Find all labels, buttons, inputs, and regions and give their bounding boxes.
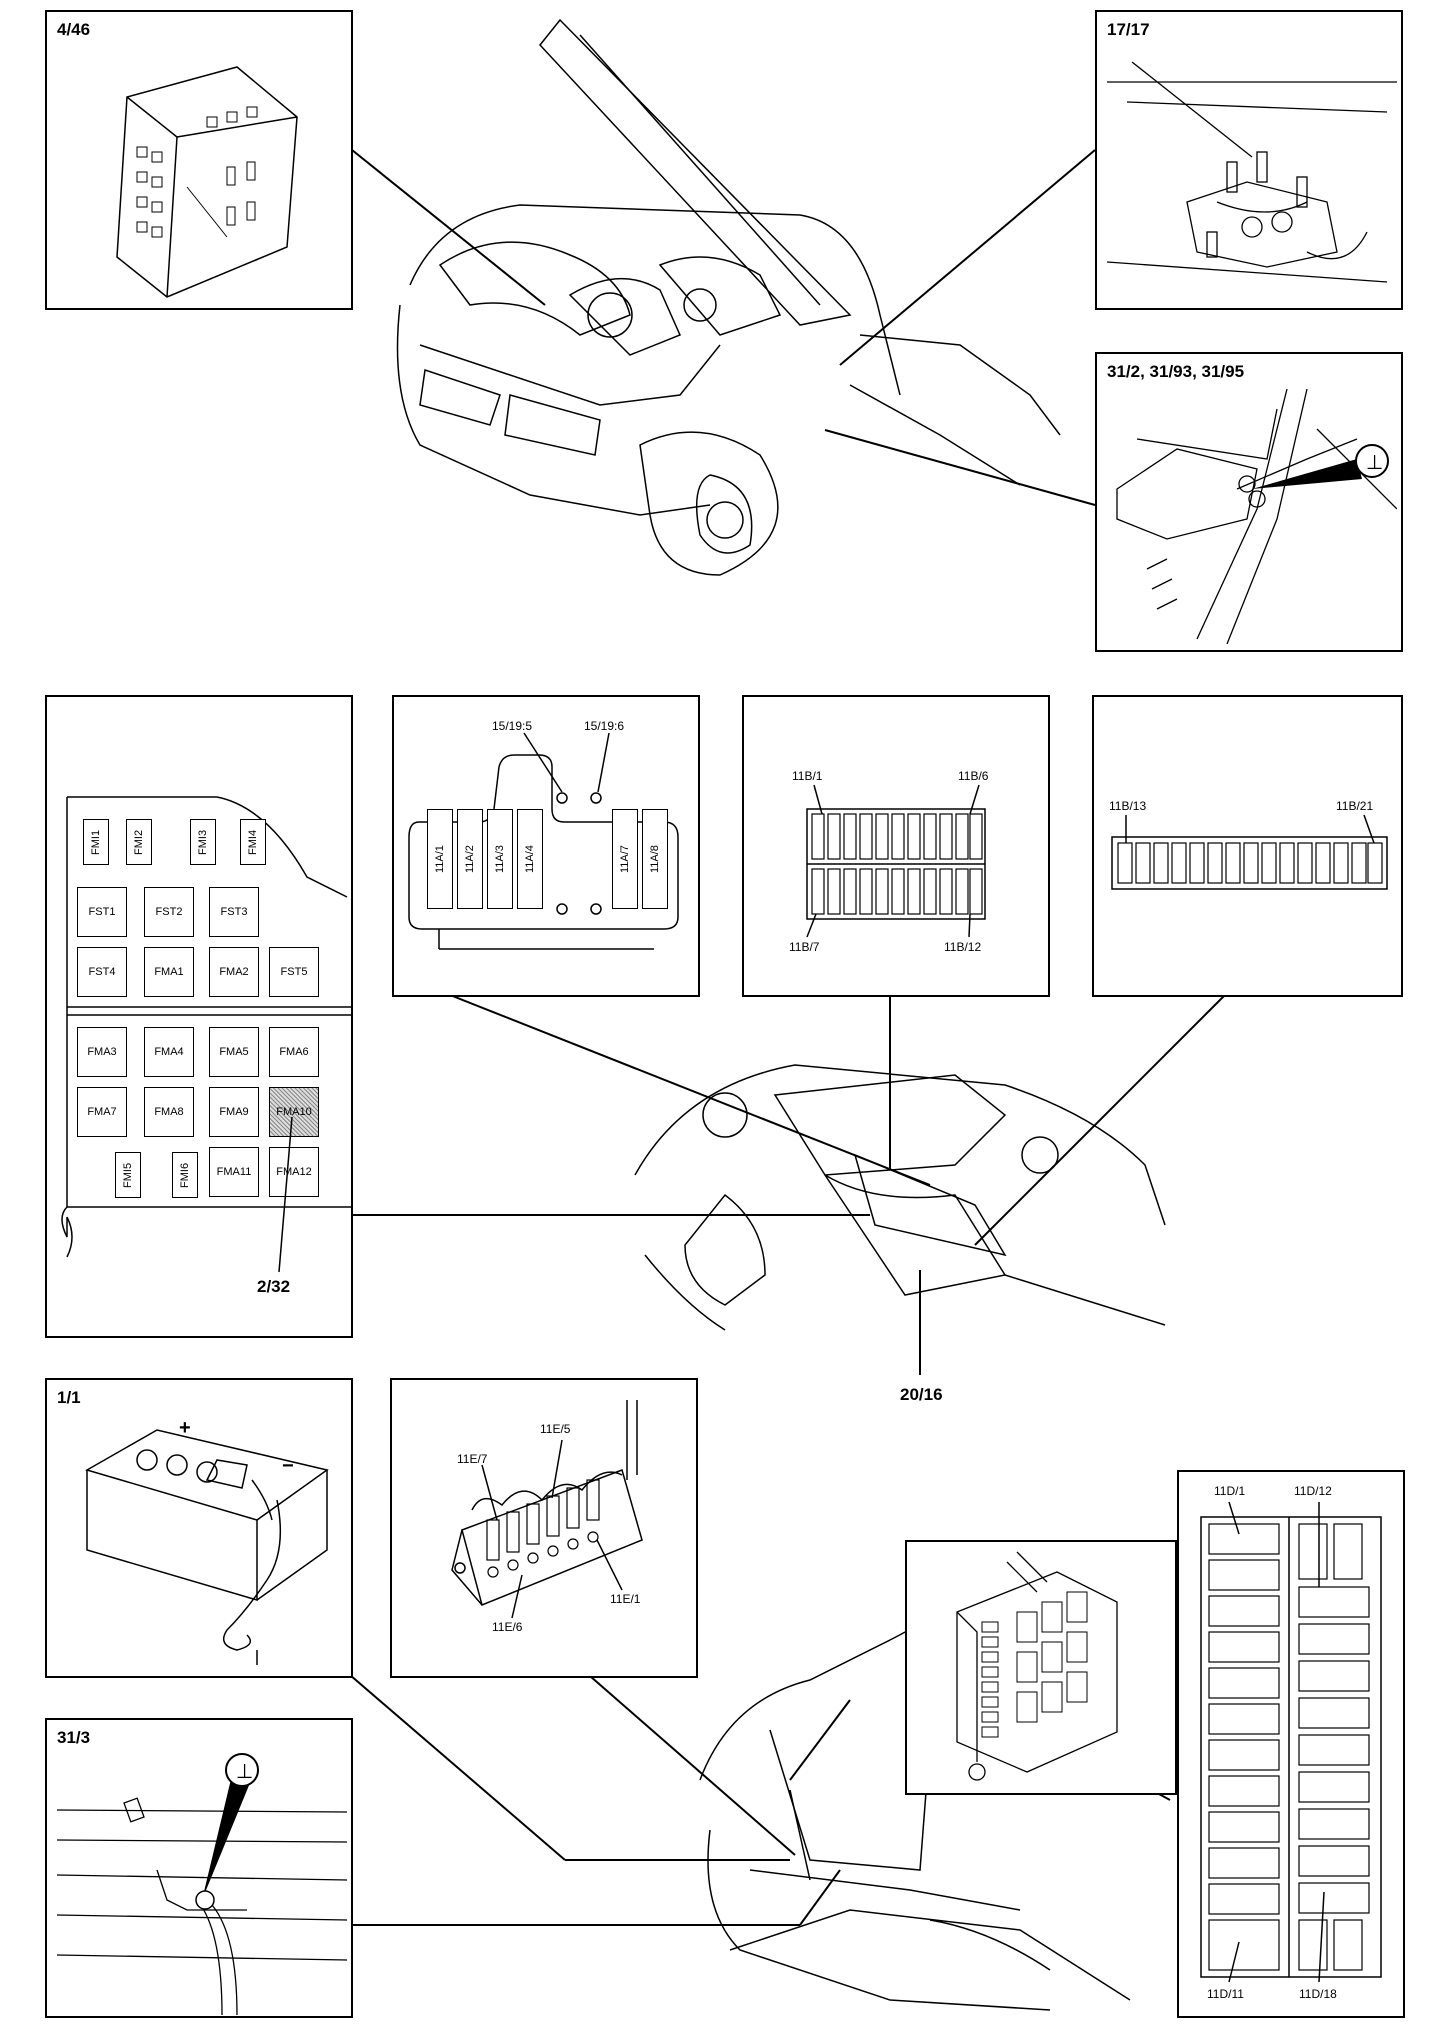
label-11e-7: 11E/7 — [457, 1452, 488, 1466]
label-15-19-6: 15/19:6 — [584, 719, 625, 733]
fuse-fma6: FMA6 — [269, 1027, 319, 1077]
label-11d-12: 11D/12 — [1294, 1484, 1332, 1498]
fuse-fst4: FST4 — [77, 947, 127, 997]
fuse-fma3: FMA3 — [77, 1027, 127, 1077]
battery-icon: + − — [85, 1417, 329, 1665]
panel-fuse-11a: 15/19:5 15/19:6 11A/1 11A/2 11A/3 11A/4 … — [392, 695, 700, 997]
fuse-fma1: FMA1 — [144, 947, 194, 997]
fuse-fma2: FMA2 — [209, 947, 259, 997]
fuse-block-11e — [451, 1400, 643, 1619]
panel-battery: 1/1 + − — [45, 1378, 353, 1678]
panel-ecm: 4/46 — [45, 10, 353, 310]
ecm-icon — [116, 66, 298, 298]
ground-point-trunk-icon: ⊥ — [56, 1753, 348, 2016]
label-11d-18: 11D/18 — [1299, 1987, 1337, 2001]
fuse-fma9: FMA9 — [209, 1087, 259, 1137]
fuse-fst1: FST1 — [77, 887, 127, 937]
callout-leader — [278, 1116, 293, 1273]
relay-base-outline — [408, 732, 679, 950]
panel-fuse-11d: 11D/1 11D/12 11D/11 11D/18 — [1177, 1470, 1405, 2018]
svg-text:+: + — [179, 1417, 191, 1439]
callout-20-16: 20/16 — [900, 1385, 943, 1404]
panel-title: 17/17 — [1107, 20, 1150, 39]
fuse-fma4: FMA4 — [144, 1027, 194, 1077]
panel-title: 31/3 — [57, 1728, 91, 1747]
fuse-fma8: FMA8 — [144, 1087, 194, 1137]
ground-point-icon: ⊥ — [1116, 389, 1397, 644]
fuse-block-11b-a — [806, 784, 986, 938]
panel-trunk-fusebox-detail — [905, 1540, 1177, 1795]
fuse-11a-3: 11A/3 — [487, 809, 513, 909]
label-11d-11: 11D/11 — [1207, 1987, 1244, 2001]
fuse-fst2: FST2 — [144, 887, 194, 937]
label-11b-1: 11B/1 — [792, 769, 823, 783]
label-11b-21: 11B/21 — [1336, 799, 1374, 813]
fuse-fma7: FMA7 — [77, 1087, 127, 1137]
fuse-11a-7: 11A/7 — [612, 809, 638, 909]
label-11e-5: 11E/5 — [540, 1422, 571, 1436]
panel-relay-top: 17/17 — [1095, 10, 1403, 310]
svg-text:⊥: ⊥ — [236, 1759, 253, 1783]
svg-text:−: − — [282, 1455, 294, 1477]
fuse-11a-8: 11A/8 — [642, 809, 668, 909]
panel-title: 4/46 — [57, 20, 91, 39]
fuse-11a-1: 11A/1 — [427, 809, 453, 909]
fuse-fst3: FST3 — [209, 887, 259, 937]
panel-fusebox-main: FMI1 FMI2 FMI3 FMI4 FST1 FST2 FST3 FST4 … — [45, 695, 353, 1338]
fuse-fma5: FMA5 — [209, 1027, 259, 1077]
label-11e-6: 11E/6 — [492, 1620, 523, 1634]
panel-title: 1/1 — [57, 1388, 81, 1407]
trunk-illustration — [699, 1599, 1131, 2011]
panel-ground-engine: 31/2, 31/93, 31/95 ⊥ — [1095, 352, 1403, 652]
fusebox-location-illustration — [634, 1064, 1166, 1331]
fuse-fma10-highlighted: FMA10 — [269, 1087, 319, 1137]
label-11d-1: 11D/1 — [1214, 1484, 1246, 1498]
engine-bay-illustration — [396, 18, 1061, 576]
fuse-fma12: FMA12 — [269, 1147, 319, 1197]
panel-title: 31/2, 31/93, 31/95 — [1107, 362, 1245, 381]
label-11b-6: 11B/6 — [958, 769, 989, 783]
fuse-block-11d — [1200, 1501, 1382, 1983]
relay-icon — [1107, 61, 1397, 283]
panel-fuse-11b-a: 11B/1 11B/6 11B/7 11B/12 — [742, 695, 1050, 997]
fuse-fma11: FMA11 — [209, 1147, 259, 1197]
callout-2-32: 2/32 — [257, 1277, 291, 1296]
fuse-11a-4: 11A/4 — [517, 809, 543, 909]
trunk-fusebox-icon — [956, 1551, 1118, 1781]
label-11b-12: 11B/12 — [944, 940, 982, 954]
label-11b-13: 11B/13 — [1109, 799, 1147, 813]
panel-ground-trunk: 31/3 ⊥ — [45, 1718, 353, 2018]
panel-fuse-11e: 11E/5 11E/7 11E/1 11E/6 — [390, 1378, 698, 1678]
svg-text:⊥: ⊥ — [1366, 450, 1383, 474]
fuse-11a-2: 11A/2 — [457, 809, 483, 909]
label-11e-1: 11E/1 — [610, 1592, 641, 1606]
panel-fuse-11b-b: 11B/13 11B/21 — [1092, 695, 1403, 997]
label-11b-7: 11B/7 — [789, 940, 820, 954]
fuse-fst5: FST5 — [269, 947, 319, 997]
fuse-block-11b-b — [1111, 814, 1388, 890]
label-15-19-5: 15/19:5 — [492, 719, 533, 733]
